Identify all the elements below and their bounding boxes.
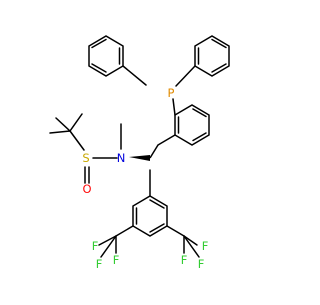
fluorine-atom: F bbox=[181, 253, 188, 267]
nitrogen-atom: N bbox=[117, 151, 126, 165]
fluorine-atom: F bbox=[92, 239, 99, 253]
atom-labels: P N S O F F F F F F bbox=[82, 86, 208, 271]
fluorine-atom: F bbox=[202, 239, 209, 253]
phenyl-ring-bis-cf3 bbox=[132, 195, 168, 237]
bond-skeleton bbox=[49, 35, 230, 258]
wedge-bond bbox=[129, 155, 150, 161]
phosphorus-atom: P bbox=[168, 86, 175, 100]
phenyl-ring-left bbox=[88, 35, 124, 77]
molecule-diagram: P N S O F F F F F F bbox=[49, 35, 230, 271]
sulfur-atom: S bbox=[82, 151, 89, 165]
fluorine-atom: F bbox=[113, 253, 120, 267]
phenyl-ring-right bbox=[194, 35, 230, 77]
phenyl-ring-ortho bbox=[174, 104, 210, 146]
fluorine-atom: F bbox=[96, 257, 103, 271]
oxygen-atom: O bbox=[82, 182, 91, 196]
fluorine-atom: F bbox=[198, 257, 205, 271]
